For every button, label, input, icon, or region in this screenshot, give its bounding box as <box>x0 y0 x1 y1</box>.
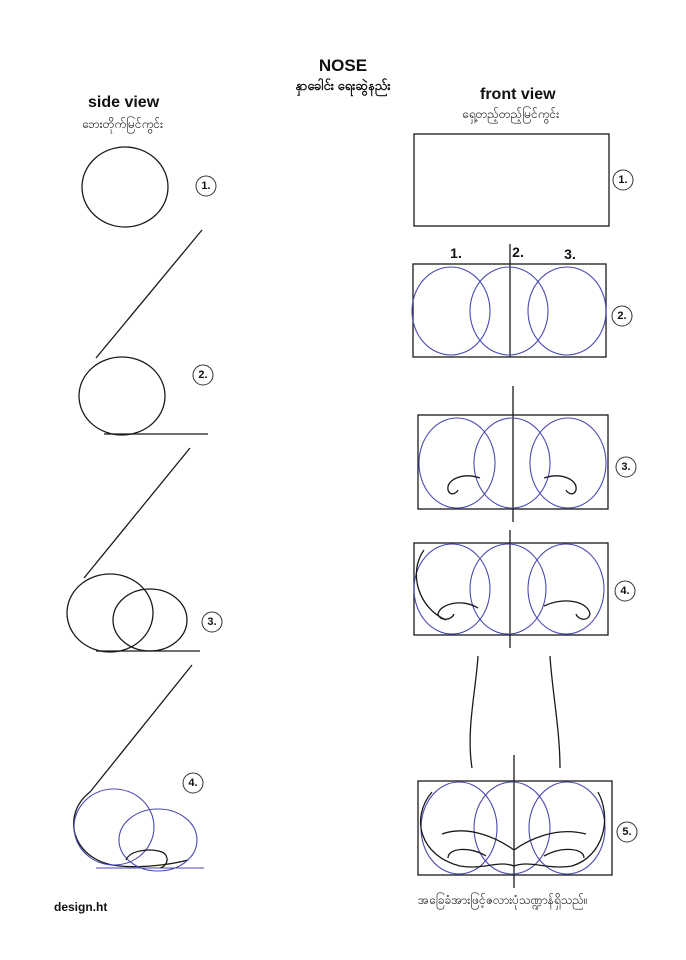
front-step-3-circle-right <box>529 417 607 509</box>
front-step-4-rectangle <box>413 542 609 636</box>
front-step-2-circle-right <box>527 266 607 356</box>
front-step-5-nose-base <box>419 791 606 868</box>
page-title: NOSE <box>318 56 368 75</box>
front-step-5-tip-curve <box>441 830 587 851</box>
front-view-label: front view <box>480 86 556 103</box>
front-step-5-bridge-left <box>469 655 479 769</box>
front-view-sublabel: ရှေ့တည့်တည့်မြင်ကွင်း <box>462 107 560 121</box>
side-step-3-bridge-line <box>83 447 191 579</box>
front-step-badge-1: 1. <box>612 169 634 191</box>
side-step-2-circle <box>78 356 166 436</box>
front-step-3-circle-left <box>418 417 496 509</box>
front-step-badge-3: 3. <box>615 456 637 478</box>
svg-text:3.: 3. <box>621 461 630 473</box>
front-step-4-nostril-left <box>437 602 479 620</box>
side-step-4 <box>73 664 204 872</box>
side-step-badge-1: 1. <box>195 175 217 197</box>
side-step-4-guide-circle-large <box>73 788 155 866</box>
side-step-1 <box>81 146 169 228</box>
side-step-3-circle-large <box>66 573 154 653</box>
page-subtitle: နှာခေါင်း ရေးဆွဲနည်း <box>295 78 391 93</box>
footer-credit: design.ht <box>54 900 108 914</box>
front-step-4 <box>413 530 609 648</box>
front-step-1-rectangle <box>413 133 610 227</box>
side-view-label: side view <box>88 94 160 111</box>
side-step-4-nostril <box>125 849 168 869</box>
side-step-4-nose-outline <box>73 791 189 868</box>
svg-text:1.: 1. <box>618 174 627 186</box>
front-step-5-nostril-left <box>447 848 487 859</box>
svg-text:4.: 4. <box>188 777 197 789</box>
side-step-4-guide-circle-small <box>118 808 198 872</box>
front-step-badge-2: 2. <box>611 305 633 327</box>
front-step-5 <box>417 655 613 888</box>
front-step-5-bridge-right <box>549 655 561 769</box>
front-step-badge-5: 5. <box>616 821 638 843</box>
front-step-5-circle-right <box>528 781 606 875</box>
front-step-4-circle-center <box>469 543 547 635</box>
front-step-5-nostril-right <box>543 848 585 859</box>
side-step-4-bridge-line <box>89 664 193 793</box>
svg-text:3.: 3. <box>207 616 216 628</box>
front-step-3-nostril-right <box>543 475 577 495</box>
front-step-2: 1. 2. 3. <box>411 244 607 358</box>
side-view-sublabel: ဘေးတိုက်မြင်ကွင်း <box>82 117 164 131</box>
front-step-5-rectangle <box>417 780 613 876</box>
front-step-2-circle-left <box>411 266 491 356</box>
front-step-4-circle-left <box>413 543 491 635</box>
svg-text:2.: 2. <box>617 310 626 322</box>
side-step-2-bridge-line <box>95 229 203 359</box>
front-step-badge-4: 4. <box>614 580 636 602</box>
front-step-5-circle-left <box>420 781 498 875</box>
front-step-4-wing-left <box>415 549 447 621</box>
svg-text:4.: 4. <box>620 585 629 597</box>
footer-note: အခြေခံအားဖြင့်ဇလားပုံသဏ္ဍာန်ရှိသည်။ <box>418 893 588 907</box>
front-step-4-circle-right <box>527 543 605 635</box>
front-step-3-nostril-left <box>447 475 481 495</box>
front-step-3 <box>417 386 609 522</box>
front-step-3-circle-center <box>473 417 551 509</box>
front-column-number-1: 1. <box>450 245 462 261</box>
side-step-badge-2: 2. <box>192 364 214 386</box>
side-step-badge-4: 4. <box>182 772 204 794</box>
front-step-5-circle-center <box>473 781 551 875</box>
front-step-2-circle-center <box>469 266 549 356</box>
side-step-2 <box>78 229 208 436</box>
front-step-4-nostril-right <box>543 600 591 620</box>
svg-text:5.: 5. <box>622 826 631 838</box>
front-column-number-3: 3. <box>564 246 576 262</box>
side-step-1-circle <box>81 146 169 228</box>
svg-text:1.: 1. <box>201 180 210 192</box>
svg-text:2.: 2. <box>198 369 207 381</box>
side-step-3 <box>66 447 200 653</box>
side-step-badge-3: 3. <box>201 611 223 633</box>
front-step-1 <box>413 133 610 227</box>
front-column-number-2: 2. <box>512 244 524 260</box>
